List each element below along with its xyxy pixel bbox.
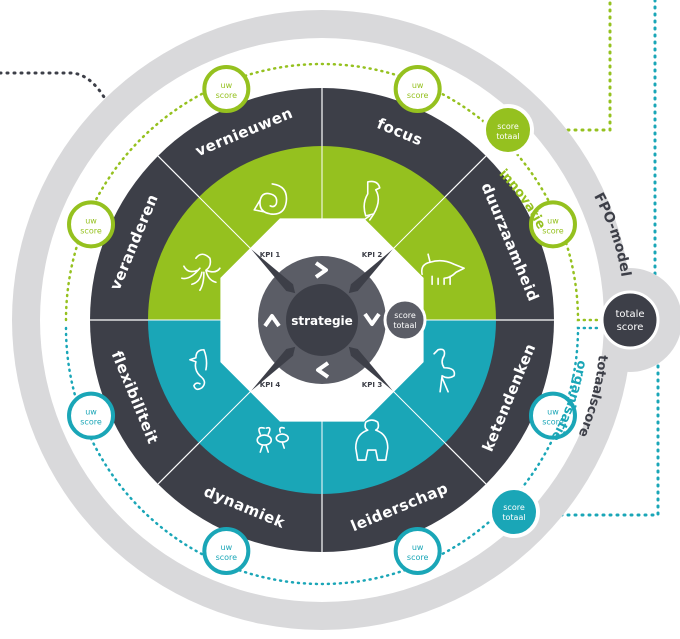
- chevron-icon: [316, 361, 330, 379]
- kpi-label: KPI 3: [362, 381, 383, 389]
- chevron-icon: [314, 261, 328, 279]
- center-score-bubble[interactable]: [383, 298, 427, 342]
- innovatie-score-line2: totaal: [496, 132, 519, 141]
- nautilus-icon: [253, 183, 288, 215]
- organisatie-score-line1: score: [503, 503, 525, 512]
- kpi-needle: [251, 346, 296, 391]
- score-bubble-line1: uw: [85, 408, 97, 417]
- score-bubble-line2: score: [216, 91, 238, 100]
- segment-dividers: [90, 88, 554, 552]
- kpi-needle: [348, 249, 393, 294]
- score-bubble-line1: uw: [412, 81, 424, 90]
- score-bubble-line1: uw: [221, 543, 233, 552]
- segment-divider: [444, 155, 487, 198]
- connector-innovatie-dots: [538, 0, 612, 132]
- kpi-needle: [348, 346, 393, 391]
- score-bubble-line2: score: [542, 418, 564, 427]
- kpi-labels: KPI 1 KPI 2 KPI 3 KPI 4: [260, 251, 383, 389]
- connector-organisatie-dots: [538, 348, 660, 517]
- organisatie-score-line2: totaal: [502, 513, 525, 522]
- strategy-gear-inner: [286, 284, 358, 356]
- center-label: strategie: [291, 314, 353, 328]
- score-bubble-line1: uw: [85, 216, 97, 225]
- segment-divider: [157, 155, 200, 198]
- score-bubble-line1: uw: [221, 81, 233, 90]
- chevron-icon: [263, 314, 281, 328]
- segment-icons: [181, 180, 465, 461]
- center-score-line2: totaal: [393, 321, 416, 330]
- seahorse-icon: [189, 348, 208, 391]
- chevron-icon: [363, 312, 381, 326]
- gear-chevrons: [263, 261, 381, 379]
- flamingo-icon: [433, 348, 456, 393]
- kpi-label: KPI 2: [362, 251, 383, 259]
- innovatie-score-line1: score: [497, 122, 519, 131]
- segment-divider: [157, 442, 200, 485]
- total-score-line2: score: [617, 322, 644, 333]
- eagle-icon: [362, 180, 381, 221]
- center-score-line1: score: [394, 311, 416, 320]
- kpi-needles: [251, 249, 393, 391]
- score-bubble-line2: score: [80, 226, 102, 235]
- score-bubble-line1: uw: [547, 216, 559, 225]
- score-bubble-line2: score: [542, 226, 564, 235]
- segment-divider: [444, 442, 487, 485]
- aardvark-icon: [420, 253, 465, 286]
- score-bubble-line1: uw: [547, 408, 559, 417]
- kpi-label: KPI 1: [260, 251, 281, 259]
- score-bubble-line2: score: [407, 553, 429, 562]
- score-bubble-line2: score: [407, 91, 429, 100]
- kpi-label: KPI 4: [260, 381, 281, 389]
- connector-left-dots: [0, 71, 114, 114]
- total-score-bubble[interactable]: [600, 290, 660, 350]
- bees-icon: [256, 426, 290, 453]
- organisatie-score-bubble[interactable]: [488, 486, 540, 538]
- kpi-needle: [251, 249, 296, 294]
- score-bubble-line2: score: [80, 418, 102, 427]
- total-score-line1: totale: [615, 309, 644, 320]
- score-bubble-line1: uw: [412, 543, 424, 552]
- innovatie-score-bubble[interactable]: [482, 104, 534, 156]
- gorilla-icon: [354, 419, 389, 461]
- segment-score-bubbles: uwscoreuwscoreuwscoreuwscoreuwscoreuwsco…: [67, 65, 577, 575]
- octopus-icon: [181, 253, 221, 292]
- score-bubble-line2: score: [216, 553, 238, 562]
